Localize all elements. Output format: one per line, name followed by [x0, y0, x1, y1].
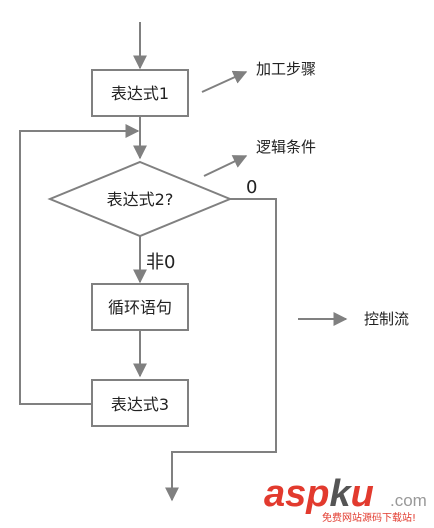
expr2-label: 表达式2? [107, 190, 174, 209]
loop-body-label: 循环语句 [108, 298, 172, 317]
watermark-com: .com [390, 491, 427, 510]
expr1-label: 表达式1 [111, 84, 169, 103]
watermark-logo: aspku .com 免费网站源码下载站! [264, 473, 427, 524]
false-branch-label: 0 [246, 177, 257, 198]
watermark-k: k [329, 473, 352, 515]
loop-body-box [91, 283, 189, 331]
process-step-arrow [201, 70, 248, 93]
watermark-subtitle: 免费网站源码下载站! [322, 511, 416, 524]
true-branch-label: 非0 [146, 252, 175, 273]
logic-condition-arrow [203, 155, 248, 177]
svg-text:aspku: aspku [264, 473, 374, 515]
watermark-asp: asp [264, 473, 329, 515]
false-branch-path [165, 198, 277, 502]
logic-condition-label: 逻辑条件 [256, 138, 316, 156]
expr3-box [91, 379, 189, 427]
watermark-u: u [351, 473, 374, 515]
loop-back-path [19, 124, 140, 405]
control-flow-label: 控制流 [364, 310, 409, 328]
expr3-label: 表达式3 [111, 395, 169, 414]
process-step-label: 加工步骤 [256, 60, 316, 78]
